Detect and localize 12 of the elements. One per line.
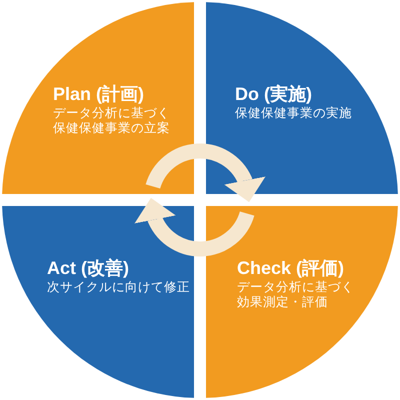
phase-title: Plan (計画) bbox=[53, 83, 144, 105]
phase-description: 保健保健事業の実施 bbox=[235, 106, 352, 121]
phase-title: Act (改善) bbox=[47, 257, 129, 279]
phase-title: Check (評価) bbox=[237, 257, 344, 279]
phase-description: データ分析に基づく効果測定・評価 bbox=[237, 280, 355, 310]
quadrant-sector bbox=[2, 206, 194, 398]
quadrant-sector bbox=[2, 2, 194, 194]
quadrant-sector bbox=[206, 2, 398, 194]
quadrant-sector bbox=[206, 206, 398, 398]
phase-description: データ分析に基づく保健保健事業の立案 bbox=[53, 106, 171, 136]
phase-description: 次サイクルに向けて修正 bbox=[47, 280, 190, 295]
phase-title: Do (実施) bbox=[235, 83, 312, 105]
